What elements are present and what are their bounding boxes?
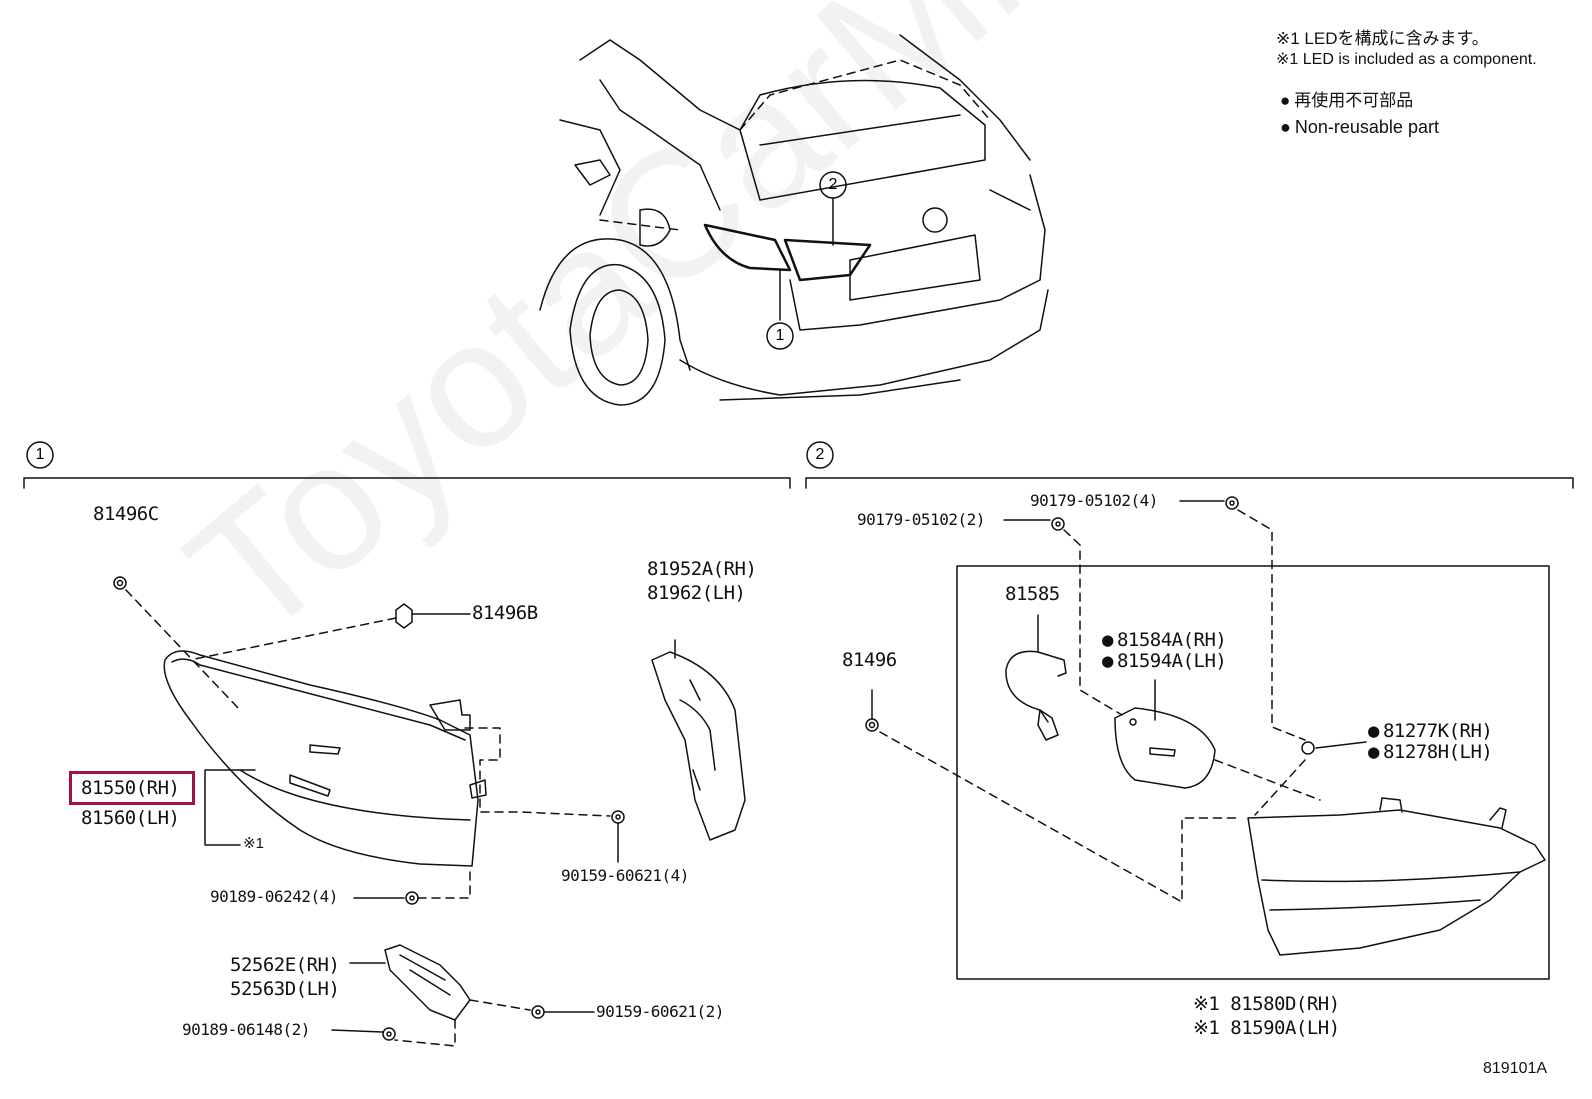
- bracket-52562e-shape: [349, 944, 531, 1047]
- note-led-jp: ※1 LEDを構成に含みます。: [1276, 29, 1489, 48]
- part-label-81550[interactable]: 81550(RH): [81, 777, 180, 799]
- part-label-52562e[interactable]: 52562E(RH): [230, 954, 340, 976]
- part-label-81278h[interactable]: 81278H(LH): [1368, 743, 1493, 762]
- screw-90159a-shape: [611, 810, 625, 863]
- nut-81277k-shape: [1254, 741, 1367, 816]
- part-label-52563d[interactable]: 52563D(LH): [230, 978, 340, 1000]
- note-nonreusable-en: Non-reusable part: [1280, 118, 1439, 136]
- part-label-81590a[interactable]: ※1 81590A(LH): [1193, 1017, 1340, 1039]
- highlight-box: [69, 771, 195, 805]
- mark-led-1: ※1: [243, 835, 264, 852]
- part-label-90159a[interactable]: 90159-60621(4): [561, 866, 689, 885]
- clip-81496b-shape: [189, 603, 471, 661]
- cover-81952a-shape: [651, 639, 746, 841]
- section-circle-1: [26, 441, 54, 469]
- part-label-81962[interactable]: 81962(LH): [647, 582, 746, 604]
- part-label-81496b[interactable]: 81496B: [472, 602, 538, 624]
- screw-90159b-shape: [531, 1005, 595, 1019]
- section-circle-2: [806, 441, 834, 469]
- gasket-81584a-shape: [1114, 679, 1321, 801]
- part-label-90159b[interactable]: 90159-60621(2): [596, 1002, 724, 1021]
- figure-id: 819101A: [1483, 1060, 1548, 1077]
- assembly-box: [956, 565, 1550, 980]
- callout-circle-2: [819, 171, 847, 199]
- callout-label-2: 2: [828, 176, 838, 193]
- part-label-90179b[interactable]: 90179-05102(2): [857, 510, 985, 529]
- part-label-81585[interactable]: 81585: [1005, 583, 1060, 605]
- part-label-90189a[interactable]: 90189-06242(4): [210, 887, 338, 906]
- part-label-81952a[interactable]: 81952A(RH): [647, 558, 757, 580]
- callout-label-1: 1: [775, 327, 785, 344]
- part-label-90189b[interactable]: 90189-06148(2): [182, 1020, 310, 1039]
- section-label-2: 2: [815, 446, 825, 463]
- lamp-81580d-shape: [1247, 797, 1546, 956]
- part-label-81277k[interactable]: 81277K(RH): [1368, 722, 1493, 741]
- screw-90179a-shape: [1179, 496, 1306, 741]
- section-bracket-2: [805, 477, 1574, 489]
- clip-81496-shape: [865, 689, 1241, 903]
- socket-81585-shape: [1005, 614, 1067, 741]
- note-led-en: ※1 LED is included as a component.: [1276, 51, 1537, 68]
- section-label-1: 1: [35, 446, 45, 463]
- lamp-81550-shape: [163, 650, 611, 899]
- part-label-90179a[interactable]: 90179-05102(4): [1030, 491, 1158, 510]
- part-label-81560[interactable]: 81560(LH): [81, 807, 180, 829]
- part-label-81496[interactable]: 81496: [842, 649, 897, 671]
- screw-90179b-shape: [1003, 517, 1123, 716]
- screw-90189a-shape: [353, 891, 419, 905]
- callout-circle-1: [766, 322, 794, 350]
- note-nonreusable-jp: 再使用不可部品: [1280, 92, 1413, 109]
- section-bracket-1: [23, 477, 791, 489]
- clip-81496c-shape: [113, 576, 241, 711]
- part-label-81580d[interactable]: ※1 81580D(RH): [1193, 993, 1340, 1015]
- leader-81550: [204, 769, 256, 846]
- part-label-81594a[interactable]: 81594A(LH): [1102, 652, 1227, 671]
- part-label-81496c[interactable]: 81496C: [93, 503, 159, 525]
- vehicle-rear-view: [539, 34, 1049, 406]
- part-label-81584a[interactable]: 81584A(RH): [1102, 631, 1227, 650]
- screw-90189b-shape: [331, 1027, 396, 1041]
